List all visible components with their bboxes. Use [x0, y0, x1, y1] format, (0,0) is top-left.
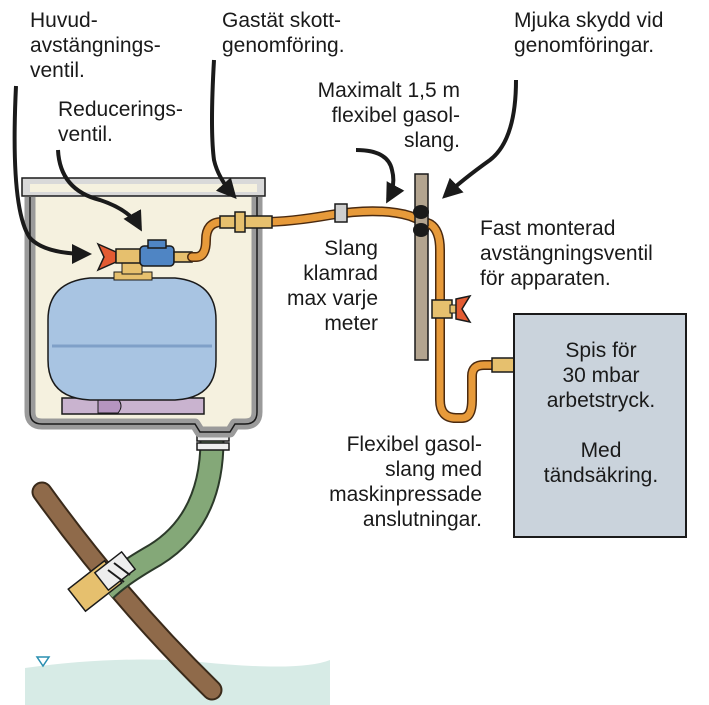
regulator	[139, 239, 193, 267]
label-line: för apparaten.	[480, 267, 611, 290]
label-line: Gastät skott-	[222, 9, 342, 32]
label-reducer-valve: Reducerings-ventil.	[58, 97, 183, 147]
label-line: klamrad	[303, 262, 378, 285]
label-bulkhead-fitting: Gastät skott-genomföring.	[222, 8, 345, 58]
arrow-main-valve	[12, 85, 92, 264]
hose-clamp	[334, 203, 348, 223]
water-surface	[25, 659, 330, 705]
label-line: Med	[580, 439, 622, 462]
label-line: Slang	[324, 237, 378, 260]
label-line: ventil.	[58, 123, 113, 146]
label-line	[522, 413, 680, 438]
water-level-triangle-icon	[35, 656, 51, 668]
label-line: avstängnings-	[30, 34, 161, 57]
label-line: meter	[324, 312, 378, 335]
gas-bottle	[47, 257, 217, 415]
arrow-bulkhead	[210, 59, 237, 199]
label-line: flexibel gasol-	[331, 104, 460, 127]
arrow-soft-guards	[442, 79, 518, 199]
label-main-valve: Huvud-avstängnings-ventil.	[30, 8, 161, 83]
label-line: Flexibel gasol-	[346, 433, 482, 456]
label-line: Huvud-	[30, 9, 98, 32]
label-line: tändsäkring.	[543, 464, 659, 487]
label-line: Fast monterad	[480, 217, 616, 240]
arrow-reducer	[56, 149, 142, 232]
through-hull-fitting	[67, 550, 137, 613]
label-line: 30 mbar	[562, 364, 640, 387]
pointer-arrows	[12, 59, 518, 264]
label-line: Reducerings-	[58, 98, 183, 121]
label-line: avstängningsventil	[480, 242, 653, 265]
label-line: Spis för	[565, 339, 637, 362]
wall-post	[413, 173, 429, 361]
label-line: slang med	[385, 458, 482, 481]
label-line: arbetstryck.	[546, 389, 656, 412]
fixed-shutoff-valve	[431, 294, 472, 324]
main-valve	[96, 242, 143, 272]
arrow-max-hose	[355, 148, 405, 204]
stove	[513, 313, 687, 538]
label-line: max varje	[286, 287, 378, 310]
label-line: anslutningar.	[362, 508, 482, 531]
label-line: Mjuka skydd vid	[514, 9, 664, 32]
label-line: maskinpressade	[329, 483, 482, 506]
label-line: ventil.	[30, 59, 85, 82]
stove-inlet	[491, 357, 515, 373]
label-line: genomföring.	[222, 34, 345, 57]
label-line: Maximalt 1,5 m	[317, 79, 460, 102]
label-line: slang.	[403, 129, 460, 152]
label-line: genomföringar.	[514, 34, 655, 57]
bulkhead-fitting	[219, 211, 273, 233]
